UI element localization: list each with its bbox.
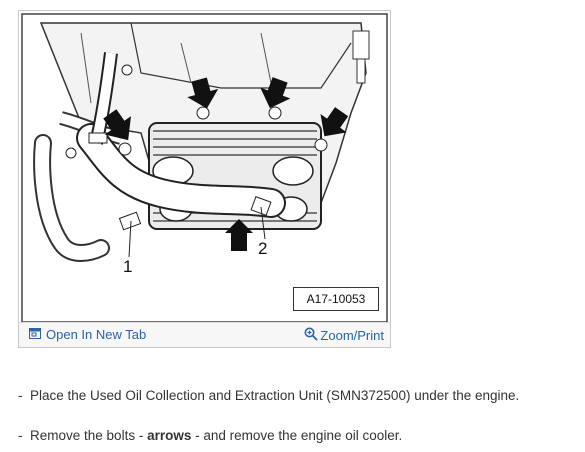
step-text-before: Remove the bolts - [30, 428, 148, 443]
zoom-print-link[interactable]: Zoom/Print [304, 327, 384, 344]
callout-2: 2 [258, 239, 268, 258]
instruction-step-1: - Place the Used Oil Collection and Extr… [18, 388, 519, 403]
step-bullet: - [18, 388, 23, 403]
instruction-step-2: - Remove the bolts - arrows - and remove… [18, 428, 402, 443]
figure-id-label: A17-10053 [306, 292, 366, 306]
open-in-new-tab-label: Open In New Tab [46, 327, 147, 342]
engine-oil-cooler-drawing [21, 13, 388, 323]
arrows-emphasis: arrows [147, 428, 192, 443]
step-text: Place the Used Oil Collection and Extrac… [30, 388, 520, 403]
zoom-print-label: Zoom/Print [320, 328, 384, 343]
figure-frame: 1 2 A17-10053 Open In New Tab [18, 10, 391, 348]
open-in-new-tab-link[interactable]: Open In New Tab [29, 327, 146, 342]
window-icon [29, 327, 41, 342]
figure-id-box: A17-10053 [293, 287, 379, 311]
oil-cooler-illustration[interactable]: 1 2 A17-10053 [21, 13, 388, 323]
magnifier-icon [304, 327, 319, 344]
figure-toolbar: Open In New Tab Zoom/Print [19, 322, 390, 347]
callout-1: 1 [123, 257, 133, 276]
step-text-after: - and remove the engine oil cooler. [191, 428, 403, 443]
step-bullet: - [18, 428, 23, 443]
